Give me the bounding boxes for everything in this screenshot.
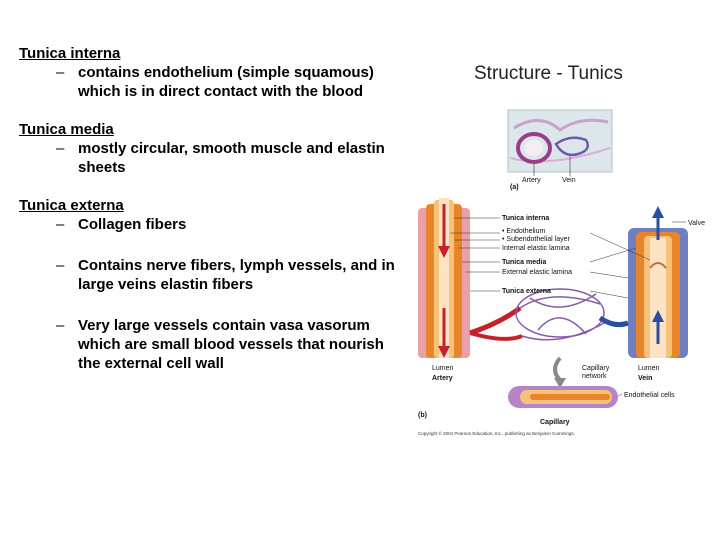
micro-label-vein: Vein: [562, 177, 576, 184]
label-internal-elastic-lamina: Internal elastic lamina: [502, 245, 570, 252]
label-vein: Vein: [638, 375, 652, 382]
label-subendothelial: • Subendothelial layer: [502, 236, 570, 243]
vessel-diagram: Artery Vein (a): [418, 109, 705, 426]
bullet-text: Contains nerve fibers, lymph vessels, an…: [78, 257, 395, 293]
label-valve: Valve: [688, 220, 705, 227]
bullet-interna-1: – contains endothelium (simple squamous)…: [19, 63, 409, 101]
vein-cross-section: [554, 136, 589, 157]
label-tunica-externa: Tunica externa: [502, 288, 551, 295]
notes-column: Tunica interna – contains endothelium (s…: [19, 44, 409, 373]
bullet-dash: –: [56, 216, 65, 233]
bullet-dash: –: [56, 140, 65, 157]
vessel-figure: Artery Vein (a): [410, 108, 710, 448]
capillary-tube: [508, 386, 618, 408]
artery-illustration: [418, 198, 470, 358]
micro-label-artery: Artery: [522, 177, 541, 184]
bullet-externa-1: – Collagen fibers: [19, 215, 409, 234]
label-lumen-artery: Lumen: [432, 365, 454, 372]
label-capillary: Capillary: [540, 419, 570, 426]
heading-tunica-interna: Tunica interna: [19, 45, 121, 62]
label-lumen-vein: Lumen: [638, 365, 660, 372]
label-external-elastic-lamina: External elastic lamina: [502, 269, 572, 276]
label-tunica-media: Tunica media: [502, 259, 546, 266]
panel-b-label: (b): [418, 412, 427, 419]
heading-tunica-media: Tunica media: [19, 121, 114, 138]
bullet-text: mostly circular, smooth muscle and elast…: [78, 140, 385, 176]
valve-shape: [649, 262, 667, 269]
panel-a-label: (a): [510, 184, 519, 191]
label-artery: Artery: [432, 375, 453, 382]
vein-illustration: [628, 206, 688, 358]
label-endothelial-cells: Endothelial cells: [624, 392, 675, 399]
bullet-text: Very large vessels contain vasa vasorum …: [78, 317, 384, 372]
bullet-externa-2: – Contains nerve fibers, lymph vessels, …: [19, 256, 409, 294]
bullet-dash: –: [56, 257, 65, 274]
bullet-externa-3: – Very large vessels contain vasa vasoru…: [19, 316, 409, 373]
artery-cross-section: [516, 132, 552, 164]
capillary-network: [469, 288, 629, 341]
slide-title: Structure - Tunics: [474, 63, 623, 84]
label-endothelium: • Endothelium: [502, 228, 545, 235]
bullet-media-1: – mostly circular, smooth muscle and ela…: [19, 139, 409, 177]
copyright: Copyright © 2004 Pearson Education, Inc.…: [418, 431, 575, 436]
label-tunica-interna: Tunica interna: [502, 215, 549, 222]
bullet-dash: –: [56, 64, 65, 81]
bullet-dash: –: [56, 317, 65, 334]
label-capillary-network-2: network: [582, 373, 607, 380]
heading-tunica-externa: Tunica externa: [19, 197, 124, 214]
label-capillary-network-1: Capillary: [582, 365, 610, 372]
bullet-text: contains endothelium (simple squamous) w…: [78, 64, 374, 100]
bullet-text: Collagen fibers: [78, 216, 187, 233]
